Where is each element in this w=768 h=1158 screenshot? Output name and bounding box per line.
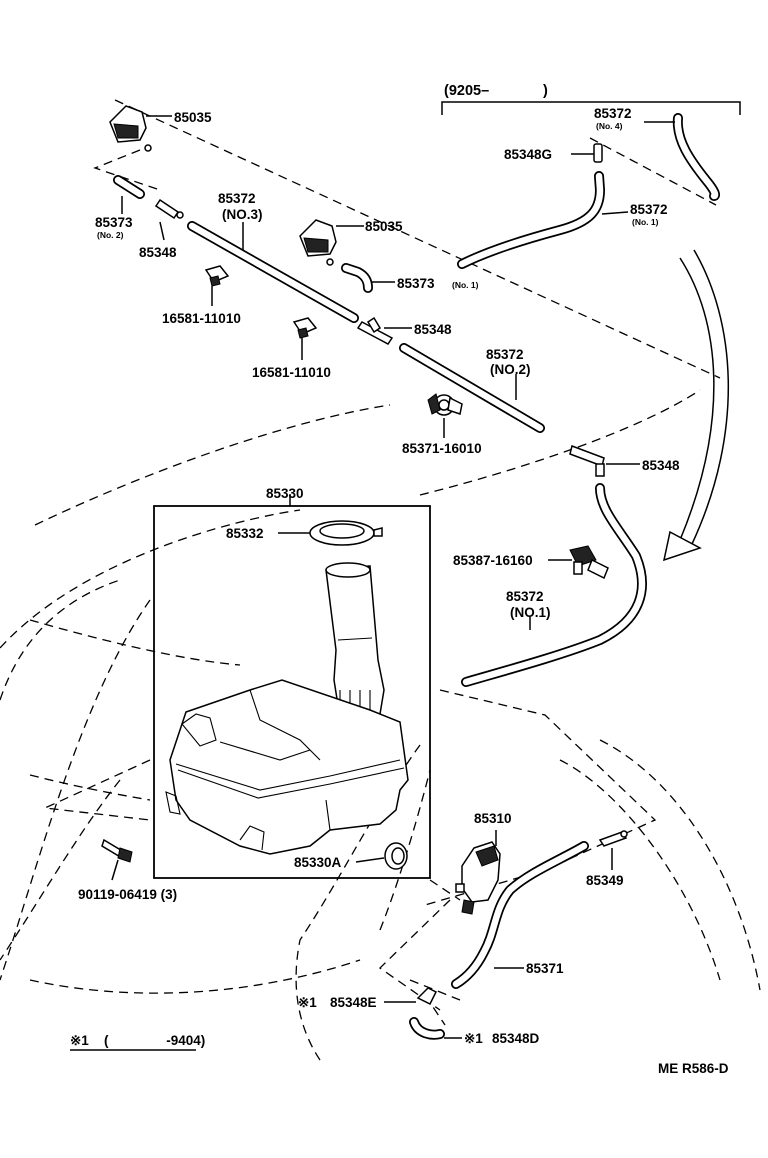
clamp-85371 xyxy=(427,393,463,438)
legend: ※1 ( -9404) xyxy=(70,1033,205,1048)
label-hose-no3: 85372 xyxy=(218,191,256,206)
label-hose-no4-sub: (No. 4) xyxy=(596,121,623,131)
hose-85373-center xyxy=(341,263,395,293)
date-range-start: (9205– xyxy=(444,83,489,99)
label-hose-no3-sub: (NO.3) xyxy=(222,207,263,222)
label-joint-d: 85348D xyxy=(492,1031,540,1046)
label-clip-b: 16581-11010 xyxy=(252,365,331,380)
check-valve xyxy=(598,830,628,870)
joint-85348d xyxy=(409,1017,462,1040)
joint-right xyxy=(569,445,640,477)
label-joint-right: 85348 xyxy=(642,458,680,473)
label-joint-left: 85348 xyxy=(139,245,177,260)
joint-center xyxy=(356,316,412,345)
joint-85348g xyxy=(571,143,603,163)
clip-b xyxy=(292,317,318,360)
tank-assembly-box xyxy=(153,494,431,879)
label-hose-no1-upper-sub: (No. 1) xyxy=(632,217,659,227)
joint-left xyxy=(154,198,184,241)
label-grommet: 85330A xyxy=(294,855,342,870)
label-check-valve: 85349 xyxy=(586,873,624,888)
hose-no3 xyxy=(187,221,359,323)
label-clamp: 85371-16010 xyxy=(402,441,482,456)
label-clip-a: 16581-11010 xyxy=(162,311,241,326)
hose-85373-left xyxy=(113,175,145,214)
label-clamp-b: 85387-16160 xyxy=(453,553,533,568)
hose-no4 xyxy=(644,113,720,201)
label-joint-e: 85348E xyxy=(330,995,377,1010)
label-nozzle-left: 85035 xyxy=(174,110,212,125)
label-pump: 85310 xyxy=(474,811,512,826)
figure-code: ME R586-D xyxy=(658,1061,729,1076)
tank-cap xyxy=(278,520,383,546)
hose-85371 xyxy=(451,841,589,989)
joint-85348e xyxy=(384,987,438,1006)
clip-a xyxy=(204,265,230,306)
label-tank-assy: 85330 xyxy=(266,486,304,501)
label-hose-no1-upper: 85372 xyxy=(630,202,668,217)
legend-range: ( -9404) xyxy=(104,1033,205,1048)
washer-tank xyxy=(165,562,409,855)
label-joint-center: 85348 xyxy=(414,322,452,337)
label-hose-85373-center: 85373 xyxy=(397,276,435,291)
hose-no1-lower xyxy=(461,483,647,687)
label-bolt: 90119-06419 (3) xyxy=(78,887,177,902)
part-labels: 85035 85372 (No. 4) 85348G 85372 (No. 1)… xyxy=(78,106,680,1046)
label-hose-85373-left-sub: (No. 2) xyxy=(97,230,124,240)
hose-no2 xyxy=(399,343,545,433)
label-hose-no1-lower-sub: (NO.1) xyxy=(510,605,551,620)
label-hose-no1-lower: 85372 xyxy=(506,589,544,604)
label-hose-no2-sub: (NO.2) xyxy=(490,362,531,377)
nozzle-center xyxy=(299,219,364,266)
label-hose-85373-center-sub: (No. 1) xyxy=(452,280,479,290)
date-range-bracket: (9205– ) xyxy=(441,83,741,115)
label-nozzle-center: 85035 xyxy=(365,219,403,234)
label-hose-85373-left: 85373 xyxy=(95,215,133,230)
label-hose-no4: 85372 xyxy=(594,106,632,121)
bolt xyxy=(101,838,133,881)
date-range-end: ) xyxy=(543,83,548,99)
clamp-85387 xyxy=(548,545,609,580)
label-hose-no2: 85372 xyxy=(486,347,524,362)
flow-arrow xyxy=(662,249,729,562)
label-joint-g: 85348G xyxy=(504,147,552,162)
nozzle-left xyxy=(109,105,172,152)
label-joint-d-mark: ※1 xyxy=(464,1031,483,1046)
legend-mark: ※1 xyxy=(70,1033,89,1048)
pump xyxy=(455,830,501,915)
hose-no1-upper xyxy=(457,171,629,269)
grommet xyxy=(355,842,408,870)
label-cap: 85332 xyxy=(226,526,264,541)
label-joint-e-mark: ※1 xyxy=(298,995,317,1010)
body-outline xyxy=(0,99,761,1061)
label-hose-85371: 85371 xyxy=(526,961,564,976)
